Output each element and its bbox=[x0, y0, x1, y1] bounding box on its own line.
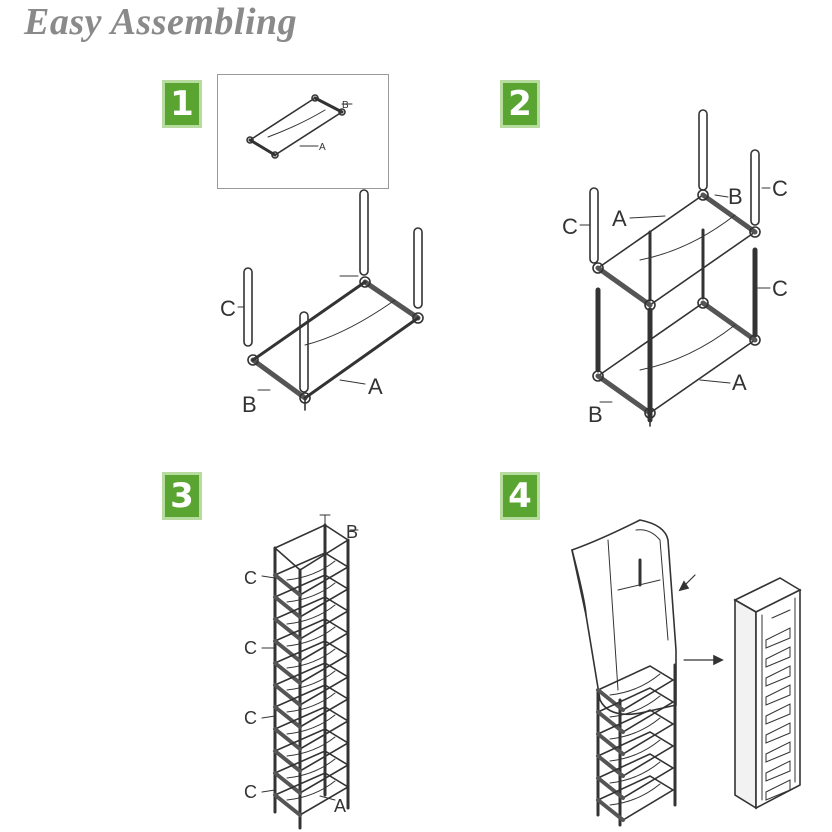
step-3-shelf-bar bbox=[273, 639, 302, 663]
step-3-shelf-bar bbox=[273, 661, 302, 685]
step-4-rack-shelf bbox=[765, 684, 791, 706]
step-4-rack-shelves bbox=[765, 627, 791, 801]
step-4-shelf-bar bbox=[596, 798, 625, 822]
step-4-shelf bbox=[596, 753, 675, 799]
step-4-rack-shelf bbox=[765, 665, 791, 687]
part-label-a: A bbox=[612, 206, 627, 231]
step-4-shelf bbox=[596, 731, 675, 777]
part-label-c: C bbox=[244, 568, 257, 588]
step-3-shelf-fabric bbox=[286, 758, 336, 779]
step-3-shelf-bar bbox=[273, 749, 302, 773]
step-3-shelf-fabric bbox=[286, 560, 336, 581]
step-4-shelf-fabric bbox=[609, 739, 661, 762]
part-label-c: C bbox=[772, 176, 788, 201]
step-3-shelf-bar bbox=[273, 617, 302, 641]
step-3-shelf-bar bbox=[273, 595, 302, 619]
step-3-shelf-fabric bbox=[286, 670, 336, 691]
step-1-inset-drawing bbox=[246, 94, 353, 159]
step-4-rack-shelf bbox=[765, 703, 791, 725]
step-3-shelf-fabric bbox=[286, 780, 336, 801]
part-label-b: B bbox=[342, 100, 349, 111]
part-label-c: C bbox=[244, 782, 257, 802]
step-4-shelf-stack bbox=[596, 665, 675, 822]
step-badge-3: 3 bbox=[162, 472, 202, 520]
part-label-c: C bbox=[244, 638, 257, 658]
part-label-a: A bbox=[368, 374, 383, 399]
step-3-shelf-fabric bbox=[286, 714, 336, 735]
step-4-shelf-bar bbox=[596, 688, 625, 712]
step-4-shelf-bar bbox=[596, 732, 625, 756]
step-4-rack-shelf bbox=[765, 760, 791, 782]
step-3-shelf-bar bbox=[273, 727, 302, 751]
part-label-b: B bbox=[242, 392, 257, 417]
step-4-rack-shelf bbox=[765, 722, 791, 744]
step-4-shelf-fabric bbox=[609, 673, 661, 696]
step-4-shelf-bar bbox=[596, 776, 625, 800]
step-1-shelf-drawing bbox=[237, 189, 424, 411]
step-4-rack-shelf bbox=[765, 646, 791, 668]
part-label-b: B bbox=[346, 522, 358, 542]
step-3-shelf-fabric bbox=[286, 582, 336, 603]
step-3-shelf-fabric bbox=[286, 604, 336, 625]
step-4-rack-shelf bbox=[765, 741, 791, 763]
step-4-shelf-fabric bbox=[609, 783, 661, 806]
step-1-detail-inset bbox=[217, 74, 389, 189]
step-3-leaders bbox=[261, 575, 336, 801]
part-label-a: A bbox=[319, 142, 326, 153]
step-4-rack-shelf bbox=[765, 779, 791, 801]
step-3-shelf-bar bbox=[273, 771, 302, 795]
step-2-shelf-drawing bbox=[579, 109, 771, 427]
page-title: Easy Assembling bbox=[24, 1, 298, 43]
part-label-a: A bbox=[732, 370, 747, 395]
part-label-c: C bbox=[220, 296, 236, 321]
step-4-shelf-bar bbox=[596, 710, 625, 734]
step-badge-2: 2 bbox=[500, 80, 540, 128]
step-3-shelf-fabric bbox=[286, 692, 336, 713]
step-3-shelf-fabric bbox=[286, 626, 336, 647]
step-3-shelf-bar bbox=[273, 683, 302, 707]
step-3-tower-drawing bbox=[273, 514, 359, 830]
step-3-shelf-bar bbox=[273, 573, 302, 597]
step-4-cover-drawing bbox=[571, 519, 724, 827]
step-3-shelf-bar bbox=[273, 705, 302, 729]
step-4-rack-shelf bbox=[765, 627, 791, 649]
part-label-a: A bbox=[334, 796, 346, 816]
part-label-c: C bbox=[244, 708, 257, 728]
part-label-c: C bbox=[772, 276, 788, 301]
step-3-shelf-stack bbox=[273, 552, 350, 817]
part-label-b: B bbox=[588, 402, 603, 427]
step-4-shelf-fabric bbox=[609, 695, 661, 718]
step-3-shelf-fabric bbox=[286, 736, 336, 757]
step-badge-1: 1 bbox=[162, 80, 202, 128]
part-label-b: B bbox=[728, 184, 743, 209]
step-4-shelf-fabric bbox=[609, 717, 661, 740]
step-3-shelf-fabric bbox=[286, 648, 336, 669]
step-4-shelf-bar bbox=[596, 754, 625, 778]
step-badge-4: 4 bbox=[500, 472, 540, 520]
step-4-shelf-fabric bbox=[609, 761, 661, 784]
step-4-shelf bbox=[596, 775, 675, 821]
part-label-c: C bbox=[562, 214, 578, 239]
step-4-shelf bbox=[596, 709, 675, 755]
step-3-shelf-bar bbox=[273, 793, 302, 817]
